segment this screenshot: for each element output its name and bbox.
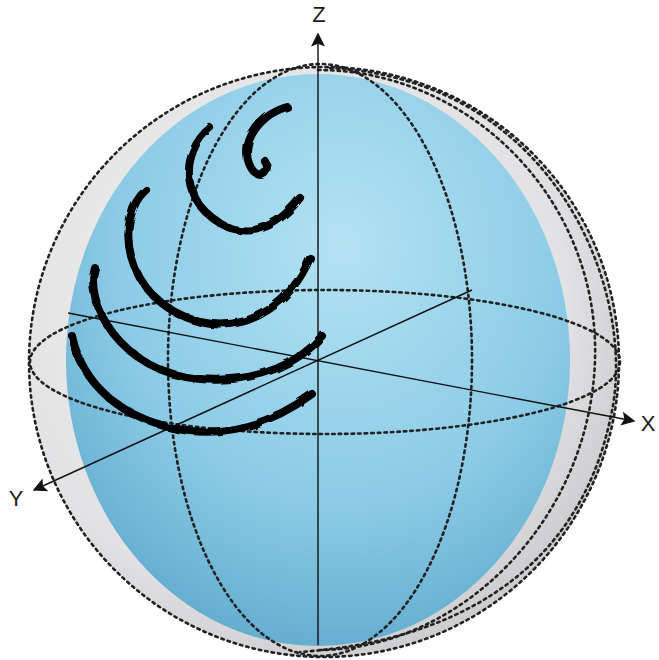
- axis-label: Y: [9, 488, 24, 510]
- trajectory-arc: [93, 268, 322, 380]
- trajectory-arc: [189, 128, 300, 231]
- axis-label: Z: [312, 4, 325, 26]
- trajectory-arc: [72, 336, 312, 432]
- trajectory-arc: [247, 107, 287, 175]
- dotted-circles: [29, 64, 620, 657]
- meridian: [318, 70, 595, 650]
- trajectory-arc: [128, 190, 310, 324]
- spiral-trajectory: [72, 107, 322, 432]
- axes: [34, 34, 634, 645]
- meridian: [300, 68, 616, 652]
- axis-label: X: [641, 413, 656, 435]
